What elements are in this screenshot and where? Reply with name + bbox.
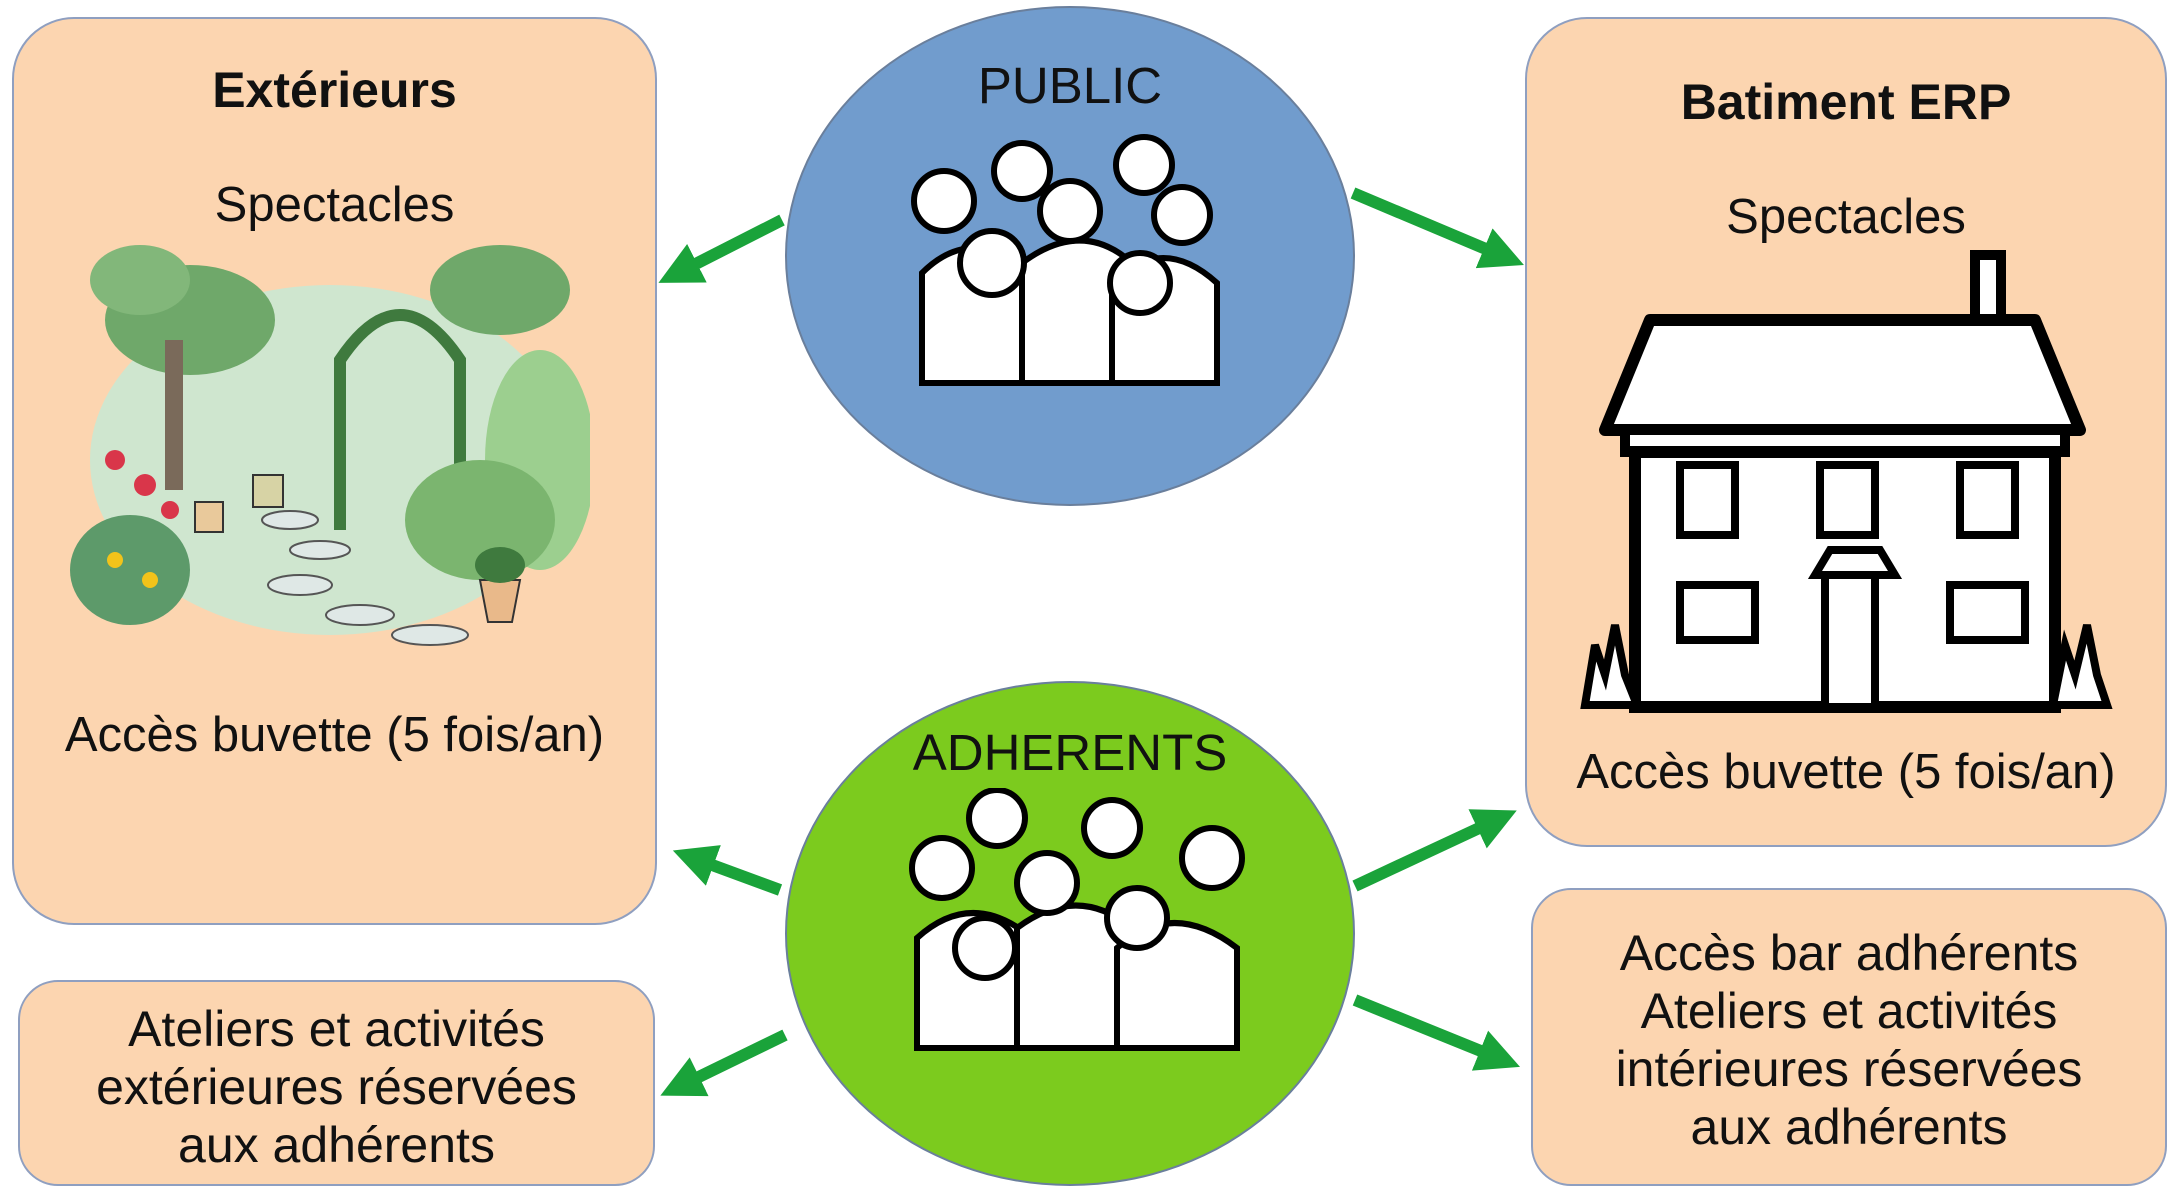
people-group-icon <box>911 134 1220 386</box>
ateliers-interieurs-line-3: intérieures réservées <box>1615 1041 2083 1097</box>
ateliers-interieurs-line-4: aux adhérents <box>1690 1099 2008 1155</box>
arrow-adherents-to-exterieurs <box>672 845 783 896</box>
house-icon <box>1580 250 2113 713</box>
exterieurs-subtitle: Spectacles <box>214 178 455 232</box>
public-circle: PUBLIC <box>785 6 1355 506</box>
arrow-public-to-batiment <box>1350 187 1524 269</box>
garden-icon <box>70 245 590 646</box>
ateliers-interieurs-line-2: Ateliers et activités <box>1640 983 2058 1039</box>
arrow-adherents-to-ateliers-exterieurs <box>660 1029 788 1097</box>
arrow-public-to-exterieurs <box>658 214 785 283</box>
ateliers-exterieurs-line-3: aux adhérents <box>178 1117 495 1173</box>
ateliers-interieurs-box: Accès bar adhérents Ateliers et activité… <box>1531 888 2167 1186</box>
public-label: PUBLIC <box>977 57 1163 114</box>
batiment-erp-note: Accès buvette (5 fois/an) <box>1576 745 2116 799</box>
batiment-erp-subtitle: Spectacles <box>1726 190 1966 244</box>
ateliers-exterieurs-box: Ateliers et activités extérieures réserv… <box>18 980 655 1186</box>
ateliers-exterieurs-line-1: Ateliers et activités <box>128 1001 545 1057</box>
arrow-adherents-to-batiment <box>1352 809 1517 892</box>
people-group-icon <box>909 788 1245 1051</box>
ateliers-exterieurs-line-2: extérieures réservées <box>96 1059 577 1115</box>
exterieurs-note: Accès buvette (5 fois/an) <box>64 708 605 762</box>
adherents-circle: ADHERENTS <box>785 681 1355 1186</box>
ateliers-interieurs-line-1: Accès bar adhérents <box>1619 925 2079 981</box>
exterieurs-title: Extérieurs <box>212 62 457 118</box>
batiment-erp-title: Batiment ERP <box>1680 74 2012 130</box>
arrow-adherents-to-ateliers-interieurs <box>1352 994 1521 1071</box>
adherents-label: ADHERENTS <box>912 724 1228 781</box>
